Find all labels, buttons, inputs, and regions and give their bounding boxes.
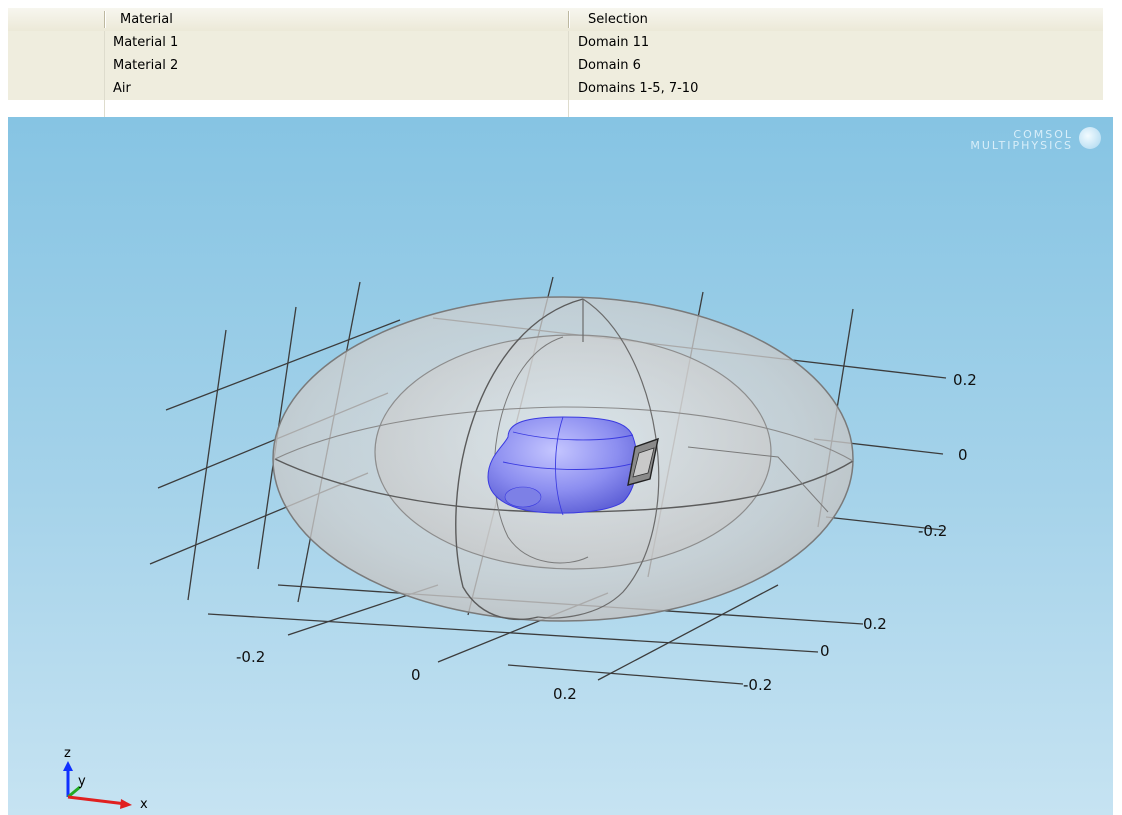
material-cell: Material 2	[113, 58, 179, 73]
column-separator[interactable]	[568, 11, 570, 28]
grid-line	[507, 664, 744, 685]
section-edge	[687, 446, 829, 513]
z-tick-label: 0	[958, 446, 968, 464]
head-edge	[512, 431, 634, 441]
selection-cell: Domain 11	[578, 35, 650, 50]
x-tick-label: 0.2	[553, 685, 577, 703]
head-edge	[555, 416, 564, 516]
grid-line	[187, 329, 227, 601]
comsol-logo-icon	[1079, 127, 1101, 149]
head-edge	[502, 461, 639, 470]
y-tick-label: 0.2	[863, 615, 887, 633]
y-tick-label: 0	[820, 642, 830, 660]
grid-line	[825, 516, 944, 531]
z-arrowhead	[63, 761, 73, 771]
grid-line	[165, 319, 401, 411]
graphics-viewport[interactable]: COMSOL MULTIPHYSICS	[8, 117, 1113, 815]
inner-meridian	[493, 336, 589, 564]
selection-cell: Domains 1-5, 7-10	[578, 81, 699, 96]
material-cell: Material 1	[113, 35, 179, 50]
triad-z-label: z	[64, 746, 71, 761]
table-header: Material Selection	[8, 8, 1103, 33]
device-face	[632, 447, 655, 478]
z-tick-label: -0.2	[918, 522, 947, 540]
equator-edge-back	[274, 406, 854, 462]
y-tick-label: -0.2	[743, 676, 772, 694]
x-arrowhead	[120, 799, 132, 809]
selection-cell: Domain 6	[578, 58, 641, 73]
axis-triad: z y x	[63, 746, 148, 812]
head-face-detail	[504, 486, 542, 508]
comsol-brand: COMSOL MULTIPHYSICS	[970, 129, 1073, 151]
brand-line-2: MULTIPHYSICS	[970, 139, 1073, 152]
table-row[interactable]: Air Domains 1-5, 7-10	[8, 77, 1103, 100]
y-axis-arrow	[67, 785, 81, 799]
column-header-selection[interactable]: Selection	[588, 12, 648, 27]
column-header-material[interactable]: Material	[120, 12, 173, 27]
x-axis-arrow	[67, 795, 127, 806]
x-tick-label: -0.2	[236, 648, 265, 666]
table-row[interactable]: Material 1 Domain 11	[8, 31, 1103, 54]
meridian-edge	[537, 298, 660, 619]
table-row[interactable]: Material 2 Domain 6	[8, 54, 1103, 77]
grid-line	[597, 584, 779, 681]
triad-y-label: y	[78, 774, 86, 789]
column-divider	[104, 31, 105, 117]
triad-x-label: x	[140, 797, 148, 812]
meridian-edge	[455, 298, 584, 621]
column-divider	[568, 31, 569, 117]
material-selection-table: Material Selection Material 1 Domain 11 …	[0, 0, 1122, 117]
x-tick-label: 0	[411, 666, 421, 684]
model-geometry: 0.2 0 -0.2 0.2 0 -0.2 -0.2 0 0.2 z y x	[63, 276, 977, 812]
material-cell: Air	[113, 81, 131, 96]
brand-line-1: COMSOL	[1013, 128, 1073, 141]
column-separator[interactable]	[104, 11, 106, 28]
z-tick-label: 0.2	[953, 371, 977, 389]
grid-line	[207, 613, 819, 653]
